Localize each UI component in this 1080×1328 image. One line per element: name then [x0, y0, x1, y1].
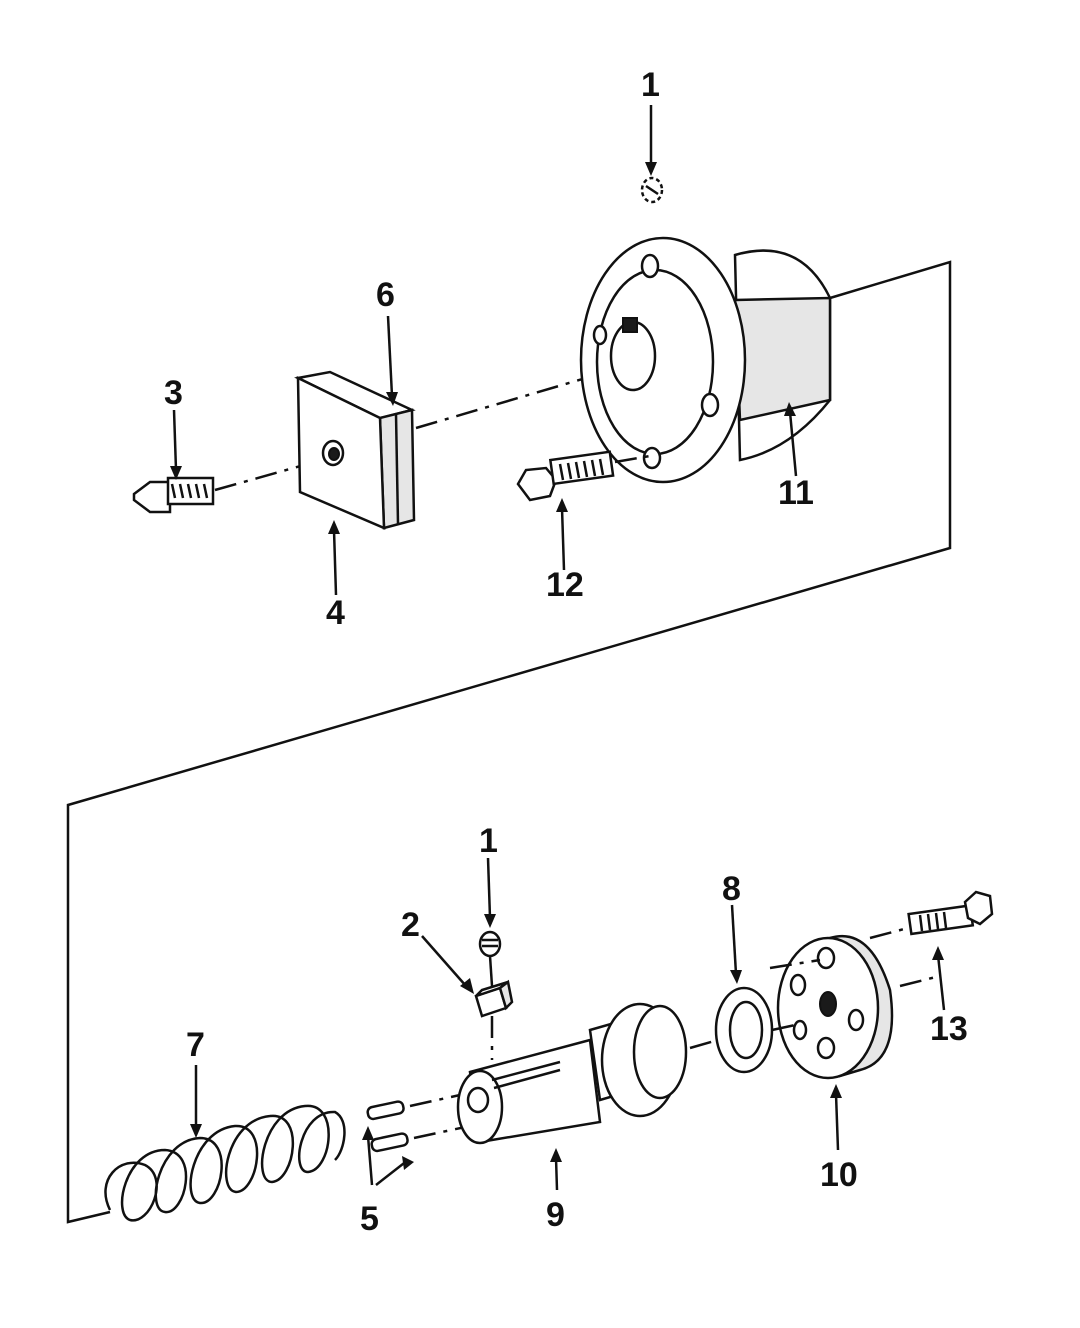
- axis-dash-10-13b: [899, 974, 941, 988]
- axis-dash-12-11: [614, 454, 651, 464]
- assembly-boundary-line: [66, 260, 952, 1224]
- part-5-pins: [366, 1100, 409, 1153]
- callout-13: 13: [930, 1010, 968, 1048]
- part-7-spring: [104, 1104, 346, 1222]
- callout-5: 5: [360, 1200, 379, 1238]
- part-1-plug-lower: [478, 930, 502, 987]
- axis-dash-5-9b: [413, 1124, 471, 1140]
- part-1-plug-upper: [640, 176, 664, 204]
- leader-lines: [170, 105, 946, 1191]
- part-3-set-screw: [132, 476, 215, 514]
- callout-2: 2: [401, 906, 420, 944]
- axis-dash-10-13c: [869, 926, 909, 940]
- part-10-end-cap: [776, 934, 894, 1080]
- callout-1-upper: 1: [641, 66, 660, 104]
- part-4-plate: [294, 370, 416, 530]
- callout-11: 11: [778, 474, 814, 512]
- part-8-washer: [714, 986, 774, 1074]
- callout-12: 12: [546, 566, 584, 604]
- callout-7: 7: [186, 1026, 205, 1064]
- callout-1-lower: 1: [479, 822, 498, 860]
- part-13-hex-bolt: [907, 890, 994, 936]
- part-2-key: [474, 979, 514, 1018]
- axis-dash-9-8: [689, 1038, 719, 1050]
- callout-9: 9: [546, 1196, 565, 1234]
- callout-4: 4: [326, 594, 345, 632]
- callout-6: 6: [376, 276, 395, 314]
- part-11-flanged-hub: [579, 236, 832, 484]
- callout-10: 10: [820, 1156, 858, 1194]
- part-9-shaft: [456, 1002, 688, 1145]
- callout-8: 8: [722, 870, 741, 908]
- axis-dash-5-9a: [409, 1093, 461, 1108]
- callout-3: 3: [164, 374, 183, 412]
- axis-dash-10-13a: [769, 958, 821, 970]
- part-12-hex-bolt: [516, 450, 615, 502]
- axis-dash-8-10: [771, 1022, 801, 1032]
